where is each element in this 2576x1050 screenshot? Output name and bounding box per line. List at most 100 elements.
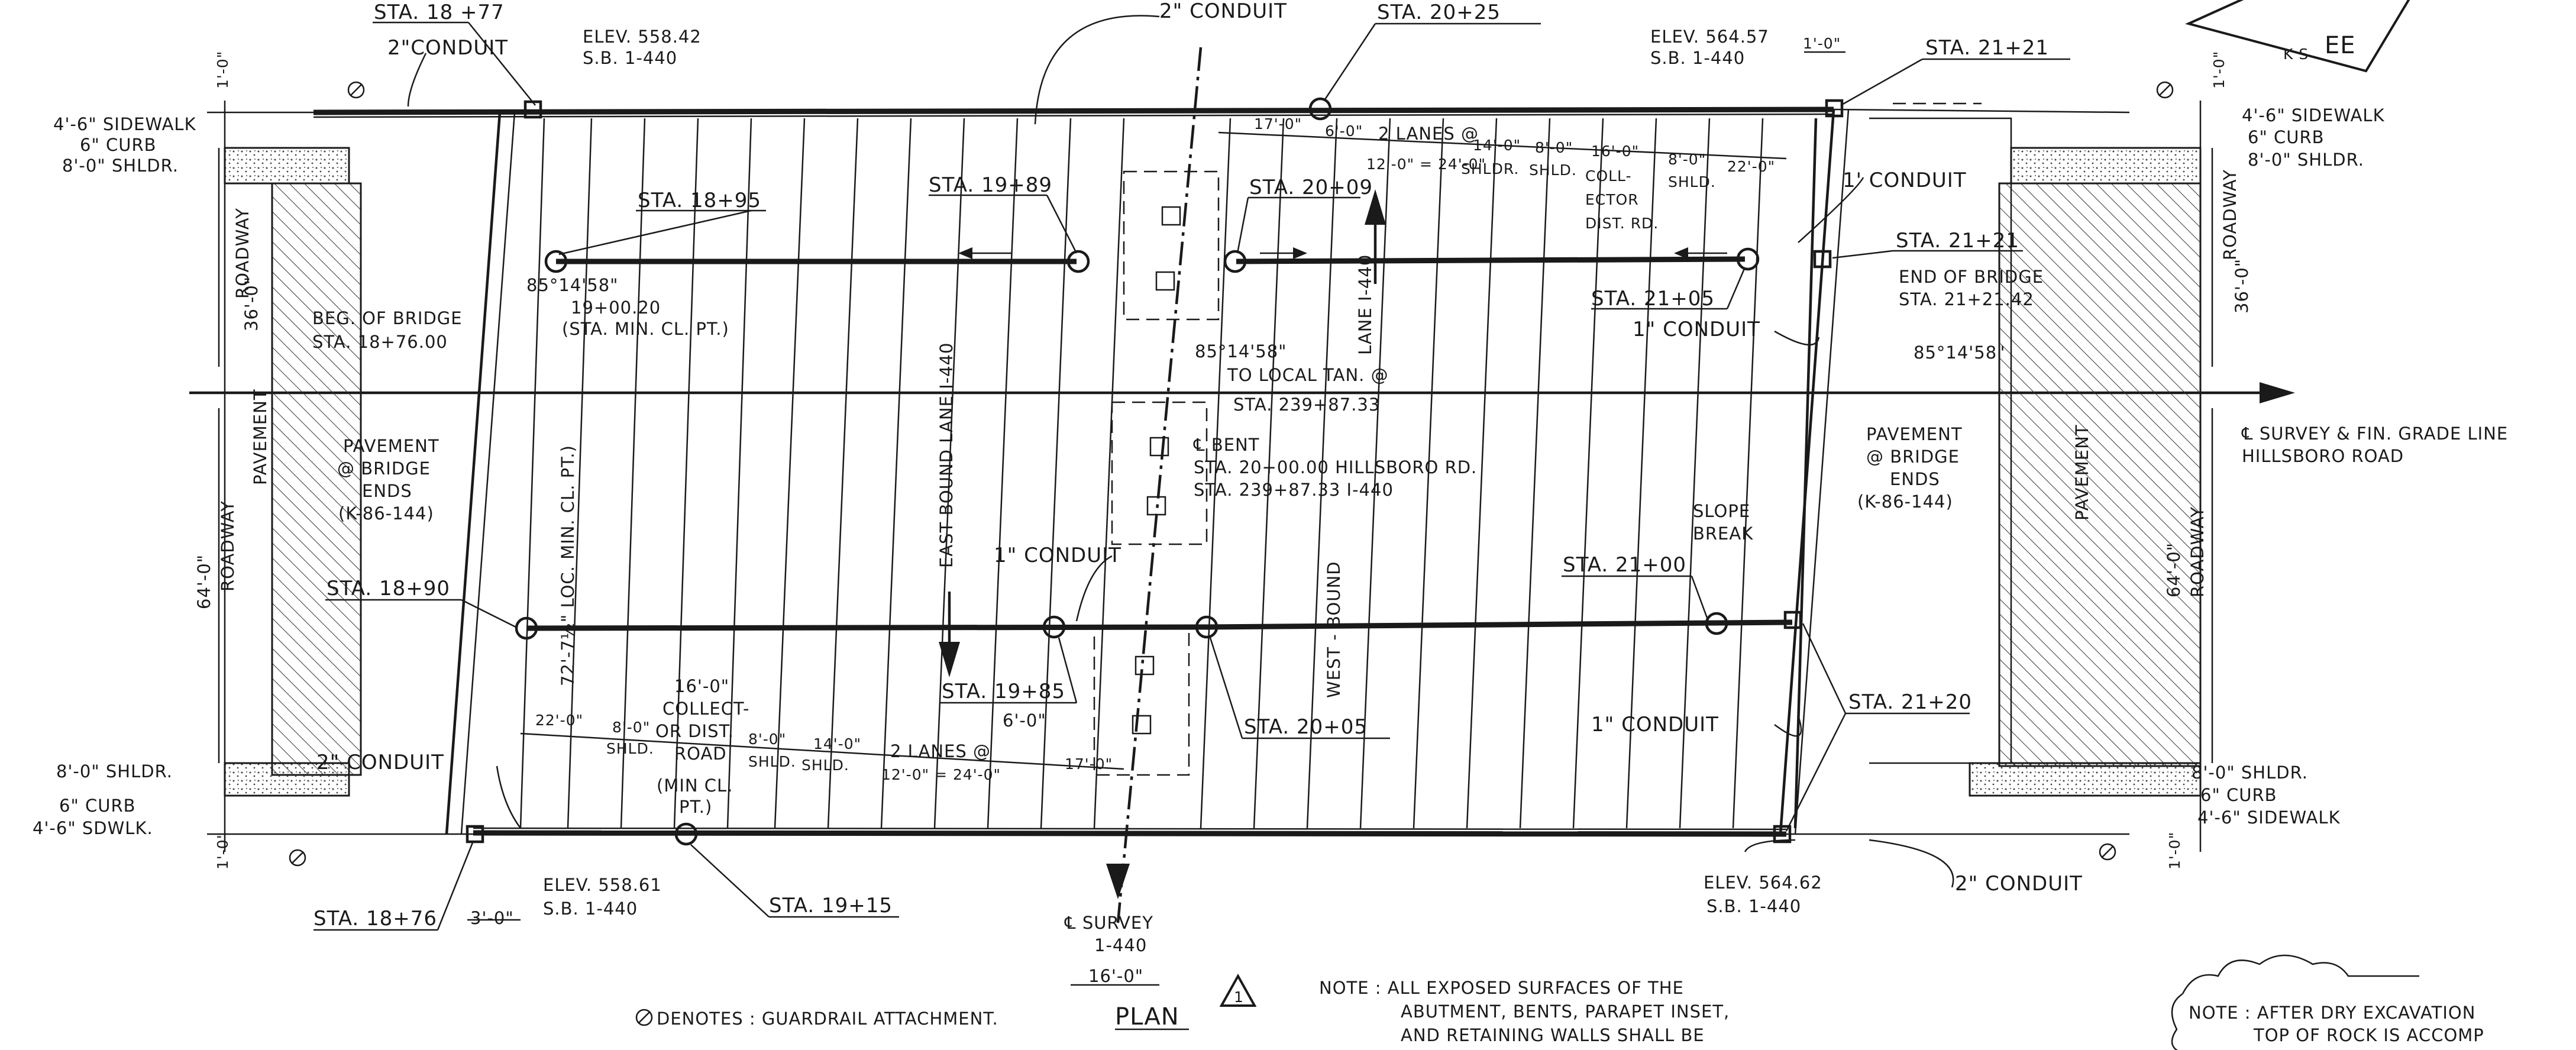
station-label: STA. 20+05: [1244, 715, 1368, 739]
conduit-circle-1895: [544, 250, 568, 273]
pull-box-2025: [1308, 97, 1332, 121]
svg-text:EAST BOUND LANE I-440: EAST BOUND LANE I-440: [936, 343, 956, 568]
svg-text:ROAD: ROAD: [674, 744, 727, 764]
svg-text:17'-0": 17'-0": [1065, 755, 1113, 773]
conduit-circle-1985: [1042, 615, 1066, 639]
svg-text:1" CONDUIT: 1" CONDUIT: [1591, 713, 1719, 736]
svg-text:4'-6" SIDEWALK: 4'-6" SIDEWALK: [2197, 807, 2341, 828]
station-label: STA. 21+05: [1591, 287, 1715, 311]
svg-text:BEG. OF BRIDGE: BEG. OF BRIDGE: [312, 308, 463, 328]
svg-text:S.B. 1-440: S.B. 1-440: [1706, 896, 1801, 916]
bottom-parapet: [473, 830, 1787, 837]
svg-text:STA. 239+87.33 I-440: STA. 239+87.33 I-440: [1194, 480, 1394, 500]
svg-text:ROADWAY: ROADWAY: [2220, 169, 2240, 260]
annotation-text: STA. 18 +77 2"CONDUIT ELEV. 558.42 S.B. …: [33, 0, 2507, 1045]
svg-text:14'-0": 14'-0": [1473, 137, 1521, 154]
svg-text:19+00.20: 19+00.20: [571, 298, 661, 318]
leader-lines: [313, 15, 2070, 931]
svg-text:STA. 18+76.00: STA. 18+76.00: [312, 332, 448, 352]
svg-text:8'-0": 8'-0": [1535, 139, 1573, 156]
svg-text:8'-0" SHLDR.: 8'-0" SHLDR.: [2192, 763, 2308, 783]
svg-text:12'-0" = 24'-0": 12'-0" = 24'-0": [881, 766, 1001, 783]
svg-text:ABUTMENT, BENTS, PARAPET INSET: ABUTMENT, BENTS, PARAPET INSET,: [1401, 1001, 1730, 1022]
svg-text:℄ SURVEY: ℄ SURVEY: [1064, 913, 1153, 933]
station-label: STA. 19+85: [942, 680, 1065, 703]
svg-text:85°14'58": 85°14'58": [1914, 343, 2006, 363]
station-label: STA. 18+95: [638, 189, 761, 212]
pull-box-1915: [674, 822, 698, 846]
svg-text:36'-0": 36'-0": [241, 276, 261, 331]
svg-text:EE: EE: [2325, 32, 2356, 59]
station-label: STA. 21+00: [1563, 553, 1686, 577]
svg-text:TOP OF ROCK IS ACCOMP: TOP OF ROCK IS ACCOMP: [2253, 1025, 2484, 1045]
svg-text:(K-86-144): (K-86-144): [338, 503, 434, 524]
svg-text:1'-0": 1'-0": [214, 51, 231, 89]
top-parapet: [313, 106, 1834, 115]
plan-badge: [1115, 973, 1257, 1030]
svg-text:6'-0": 6'-0": [1325, 122, 1363, 140]
svg-text:22'-0": 22'-0": [535, 712, 583, 729]
survey-arrow-icon: [2260, 382, 2295, 403]
svg-text:85°14'58": 85°14'58": [526, 275, 619, 295]
svg-text:14'-0": 14'-0": [813, 735, 861, 752]
svg-text:1'-0": 1'-0": [2210, 51, 2228, 89]
conduit-circle-1890: [515, 616, 538, 640]
bent-centerline: [1116, 47, 1203, 923]
junction-box-1876: [466, 825, 484, 844]
svg-text:STA. 239+87.33: STA. 239+87.33: [1233, 395, 1380, 415]
girder-lines: [519, 118, 1764, 829]
svg-text:36'-0": 36'-0": [2232, 259, 2252, 314]
svg-text:85°14'58": 85°14'58": [1195, 341, 1287, 361]
guardrail-attachment-icon: [289, 849, 306, 867]
svg-text:HILLSBORO ROAD: HILLSBORO ROAD: [2242, 446, 2404, 466]
conduit-circle-1989: [1066, 250, 1090, 273]
station-label: STA. 19+89: [929, 173, 1052, 197]
junction-markers: [289, 81, 2174, 1026]
svg-text:6" CURB: 6" CURB: [2248, 127, 2325, 147]
svg-text:6" CURB: 6" CURB: [2200, 785, 2277, 805]
svg-text:8'-0" SHLDR.: 8'-0" SHLDR.: [2248, 150, 2364, 170]
svg-text:6" CURB: 6" CURB: [59, 796, 136, 816]
svg-text:8'-0": 8'-0": [1668, 151, 1706, 168]
svg-text:S.B. 1-440: S.B. 1-440: [543, 899, 638, 919]
svg-text:ECTOR: ECTOR: [1585, 191, 1639, 208]
svg-text:64'-0": 64'-0": [2164, 542, 2184, 597]
svg-text:SHLD.: SHLD.: [606, 740, 654, 757]
survey-i440-arrow-icon: [1106, 864, 1130, 899]
north-arrow-icon: [1365, 189, 1386, 225]
left-pavement-hatch: [271, 182, 362, 776]
svg-text:2"CONDUIT: 2"CONDUIT: [387, 36, 508, 60]
svg-text:1" CONDUIT: 1" CONDUIT: [994, 544, 1121, 567]
svg-text:4'-6" SIDEWALK: 4'-6" SIDEWALK: [53, 114, 196, 134]
svg-text:6" CURB: 6" CURB: [80, 135, 157, 155]
right-abutment: [1779, 109, 1835, 835]
svg-text:12'-0" = 24'-0": 12'-0" = 24'-0": [1366, 156, 1486, 173]
station-label: STA. 20+09: [1249, 176, 1373, 199]
svg-text:2" CONDUIT: 2" CONDUIT: [1159, 0, 1287, 23]
station-label: STA. 18+76: [313, 907, 437, 931]
svg-text:1'-0": 1'-0": [2166, 832, 2183, 870]
svg-text:S.B. 1-440: S.B. 1-440: [583, 48, 677, 68]
svg-text:64'-0": 64'-0": [194, 554, 214, 609]
svg-text:8'-0" SHLDR.: 8'-0" SHLDR.: [56, 761, 173, 781]
svg-text:8'-0": 8'-0": [748, 731, 786, 748]
svg-text:(STA. MIN. CL. PT.): (STA. MIN. CL. PT.): [562, 319, 729, 339]
svg-text:16'-0": 16'-0": [1591, 143, 1639, 160]
svg-text:1-440: 1-440: [1094, 935, 1147, 955]
svg-text:ROADWAY: ROADWAY: [218, 500, 238, 592]
svg-text:SHLD.: SHLD.: [1529, 161, 1577, 179]
svg-text:SHLD.: SHLD.: [1668, 173, 1716, 190]
svg-text:ENDS: ENDS: [362, 481, 412, 501]
approach-slabs: [224, 101, 2202, 852]
svg-text:ROADWAY: ROADWAY: [2187, 506, 2207, 597]
svg-text:DIST. RD.: DIST. RD.: [1585, 215, 1659, 232]
svg-text:ELEV. 564.62: ELEV. 564.62: [1704, 873, 1822, 893]
svg-text:PAVEMENT: PAVEMENT: [250, 389, 270, 485]
conduit-circle-2100: [1705, 612, 1728, 635]
station-label: STA. 18+90: [327, 577, 450, 600]
junction-box-2121-top: [1825, 99, 1844, 118]
svg-text:OR DIST.: OR DIST.: [655, 721, 734, 741]
svg-text:2" CONDUIT: 2" CONDUIT: [1955, 872, 2083, 896]
dimension-lines: [218, 51, 2213, 986]
footing-bot: [1093, 626, 1190, 776]
